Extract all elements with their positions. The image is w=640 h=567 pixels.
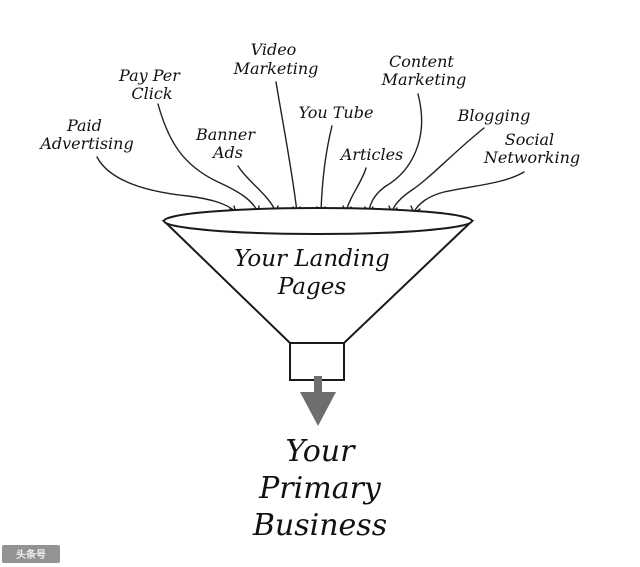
watermark: 头条号 xyxy=(2,545,60,563)
connector-content-marketing xyxy=(368,93,423,213)
source-label-social-networking: Social Networking xyxy=(483,130,580,167)
connector-social-networking xyxy=(413,171,525,213)
down-arrow-shaft xyxy=(314,376,322,394)
source-label-banner-ads-line2: Ads xyxy=(211,143,243,162)
outcome-text: Your Primary Business xyxy=(252,434,387,543)
source-label-blogging-line1: Blogging xyxy=(457,106,531,125)
connector-banner-ads xyxy=(237,165,277,213)
connector-articles xyxy=(345,167,367,213)
connector-blogging xyxy=(391,127,485,213)
down-arrow xyxy=(300,376,336,426)
source-label-content-marketing-line1: Content xyxy=(389,52,454,71)
source-label-pay-per-click-line2: Click xyxy=(131,84,172,103)
funnel-spout xyxy=(289,342,345,381)
source-label-content-marketing-line2: Marketing xyxy=(381,70,467,89)
source-label-paid-advertising: Paid Advertising xyxy=(38,116,133,153)
source-label-articles: Articles xyxy=(339,145,404,164)
funnel-rim xyxy=(163,207,473,235)
outcome-line2: Primary xyxy=(258,471,382,506)
source-label-pay-per-click-line1: Pay Per xyxy=(118,66,181,85)
source-label-banner-ads: Banner Ads xyxy=(195,125,260,162)
connector-pay-per-click xyxy=(157,103,259,213)
source-label-content-marketing: Content Marketing xyxy=(381,52,467,89)
outcome-line1: Your xyxy=(286,434,357,469)
watermark-box xyxy=(2,545,60,563)
watermark-text: 头条号 xyxy=(16,548,46,561)
connector-lines xyxy=(96,81,525,213)
source-label-video-marketing-line2: Marketing xyxy=(233,59,319,78)
source-label-social-networking-line2: Networking xyxy=(483,148,580,167)
source-label-video-marketing-line1: Video xyxy=(251,40,297,59)
source-label-you-tube-line1: You Tube xyxy=(299,103,374,122)
source-labels: Paid Advertising Pay Per Click Banner Ad… xyxy=(38,40,580,167)
connector-video-marketing xyxy=(275,81,298,213)
funnel-label-line2: Pages xyxy=(277,274,346,300)
source-label-paid-advertising-line1: Paid xyxy=(66,116,102,135)
connector-paid-advertising xyxy=(96,156,237,213)
source-label-paid-advertising-line2: Advertising xyxy=(38,134,133,153)
source-label-pay-per-click: Pay Per Click xyxy=(118,66,185,103)
source-label-video-marketing: Video Marketing xyxy=(233,40,319,78)
source-label-social-networking-line1: Social xyxy=(505,130,554,149)
source-label-blogging: Blogging xyxy=(457,106,531,125)
funnel-label-line1: Your Landing xyxy=(234,246,390,272)
source-label-you-tube: You Tube xyxy=(299,103,374,122)
funnel: Your Landing Pages xyxy=(161,207,475,381)
down-arrow-head xyxy=(300,392,336,426)
outcome-line3: Business xyxy=(252,508,387,543)
source-label-banner-ads-line1: Banner xyxy=(195,125,256,144)
source-label-articles-line1: Articles xyxy=(339,145,404,164)
connector-you-tube xyxy=(320,125,333,213)
